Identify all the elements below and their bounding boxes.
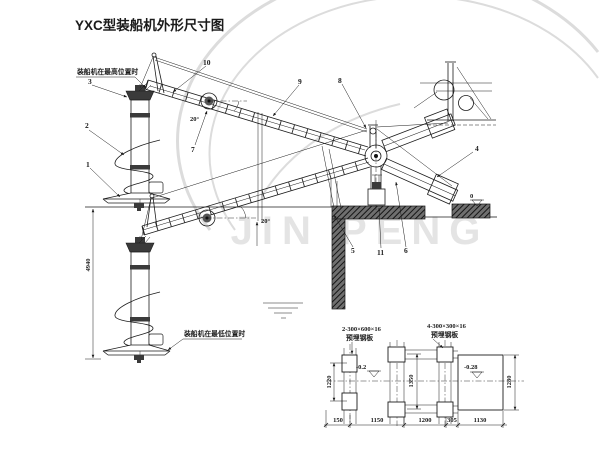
portal-and-counterjib bbox=[364, 108, 459, 212]
plan-dim-1220: 1220 bbox=[326, 362, 347, 402]
quay-wall bbox=[331, 218, 346, 310]
plan-dim-1200: 1200 bbox=[419, 417, 432, 424]
angle-low: 20° bbox=[205, 206, 271, 246]
part-label-6: 6 bbox=[404, 246, 408, 255]
part-label-5: 5 bbox=[351, 246, 355, 255]
plan-dim-305: 305 bbox=[447, 417, 458, 424]
part-label-11: 11 bbox=[377, 248, 384, 257]
plan-dim-150: 150 bbox=[333, 417, 343, 424]
plan-dim-1350: 1350 bbox=[407, 353, 421, 410]
annotation-highest: 装船机在最高位置时 bbox=[76, 67, 147, 89]
part-label-4: 4 bbox=[475, 144, 479, 153]
annotation-lowest-text: 装船机在最低位置时 bbox=[184, 329, 245, 338]
plate-left-spec: 2-300×600×16 bbox=[342, 326, 382, 333]
plan-view: -0.2 -0.28 2-300×600×16 预埋钢板 4-300×300×1… bbox=[323, 323, 524, 428]
plan-dim-1280: 1280 bbox=[504, 354, 519, 411]
plan-elevation-right-value: -0.28 bbox=[464, 364, 478, 371]
part-labels: 1 2 3 4 5 6 7 8 9 10 11 bbox=[85, 58, 479, 257]
plan-elevation-left-value: -0.2 bbox=[356, 364, 366, 371]
plan-dim-1280-value: 1280 bbox=[506, 376, 513, 389]
plate-left-name: 预埋钢板 bbox=[346, 333, 373, 342]
plate-right-name: 预埋钢板 bbox=[431, 330, 458, 339]
part-label-3: 3 bbox=[88, 77, 92, 86]
boom-low bbox=[138, 112, 371, 244]
plate-callout-left: 2-300×600×16 预埋钢板 bbox=[342, 326, 382, 355]
part-label-1: 1 bbox=[86, 160, 90, 169]
plate-callout-right: 4-300×300×16 预埋钢板 bbox=[427, 323, 467, 349]
water-level-symbol bbox=[263, 302, 303, 319]
plate-right-spec: 4-300×300×16 bbox=[427, 323, 467, 330]
slewing-hub bbox=[364, 144, 388, 168]
plan-dim-chain: 150 1150 1200 305 1130 bbox=[323, 410, 507, 428]
datum-elevation-mark: 0 bbox=[470, 193, 484, 207]
angle-high-value: 20° bbox=[190, 116, 200, 123]
pulley-small bbox=[458, 95, 474, 111]
plan-dim-1150: 1150 bbox=[371, 417, 384, 424]
counterjib-lower bbox=[381, 157, 459, 205]
loader-lowest-position bbox=[102, 112, 371, 364]
part-label-8: 8 bbox=[338, 76, 342, 85]
annotation-lowest: 装船机在最低位置时 bbox=[167, 329, 245, 351]
pivot-pedestal bbox=[367, 174, 386, 206]
part-label-7: 7 bbox=[191, 145, 195, 154]
height-dimension-value: 4940 bbox=[85, 259, 92, 272]
plan-dim-1350-value: 1350 bbox=[408, 375, 415, 388]
annotation-highest-text: 装船机在最高位置时 bbox=[77, 67, 138, 76]
angle-low-value: 20° bbox=[261, 218, 271, 225]
rail-foundation-block bbox=[451, 203, 491, 219]
datum-elevation-value: 0 bbox=[470, 193, 473, 200]
embedded-plate bbox=[341, 392, 358, 411]
plan-elevation-right: -0.28 bbox=[464, 364, 484, 379]
counterjib-upper bbox=[381, 108, 456, 153]
elevation-view: 0 bbox=[76, 52, 497, 364]
embedded-plate bbox=[436, 346, 454, 363]
angle-high: 20° bbox=[190, 100, 247, 123]
base-outline bbox=[457, 354, 504, 411]
plan-dim-1220-value: 1220 bbox=[326, 376, 333, 389]
plan-elevation-left: -0.2 bbox=[356, 364, 381, 378]
quay-section: 0 bbox=[85, 193, 497, 319]
plan-dim-1130: 1130 bbox=[474, 417, 487, 424]
boom-high bbox=[138, 52, 369, 209]
pulley-large bbox=[433, 79, 455, 101]
part-label-9: 9 bbox=[298, 77, 302, 86]
drawing-title: YXC型装船机外形尺寸图 bbox=[75, 17, 224, 33]
part-label-10: 10 bbox=[203, 58, 211, 67]
height-dimension: 4940 bbox=[85, 208, 101, 360]
part-label-2: 2 bbox=[85, 121, 89, 130]
discharge-detail bbox=[413, 61, 496, 126]
embedded-plate bbox=[436, 401, 454, 418]
quay-deck-slab bbox=[331, 205, 426, 220]
embedded-plate bbox=[387, 401, 406, 418]
embedded-plate bbox=[387, 346, 406, 363]
embedded-plate bbox=[341, 354, 358, 373]
